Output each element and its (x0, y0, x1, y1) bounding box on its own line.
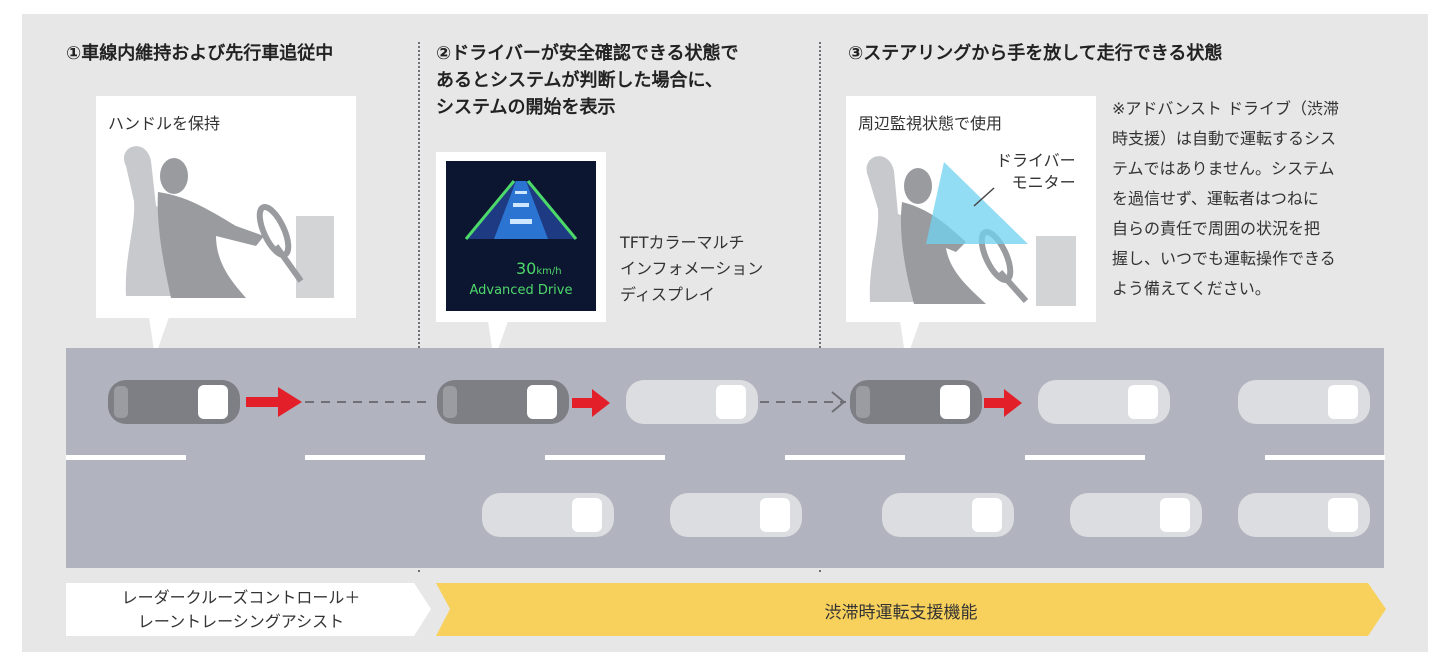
stage2-display-box: 30km/h Advanced Drive (436, 152, 606, 322)
tft-caption: TFTカラーマルチ インフォメーション ディスプレイ (620, 230, 763, 308)
note-line3: テムではありません。システム (1112, 159, 1335, 178)
acc-lta-bar-label: レーダークルーズコントロール＋ レーントレーシングアシスト (66, 586, 416, 634)
forward-arrow (246, 387, 302, 417)
stage1-callout-pointer (149, 317, 169, 357)
ego-car-stage3 (850, 380, 982, 424)
lane-marking (1265, 455, 1385, 460)
display-mode: Advanced Drive (469, 283, 573, 298)
disclaimer-note: ※アドバンスト ドライブ（渋滞 時支援）は自動で運転するシス テムではありません… (1112, 94, 1339, 304)
stage2-title-line1: ②ドライバーが安全確認できる状態で (436, 43, 739, 64)
divider-1-2 (418, 42, 420, 572)
monitor-label-line2: モニター (1011, 173, 1076, 192)
stage3-box-label: 周辺監視状態で使用 (858, 114, 1003, 133)
tft-caption-line1: TFTカラーマルチ (620, 233, 745, 252)
ego-car-stage2 (437, 380, 569, 424)
forward-arrow (984, 389, 1022, 417)
forward-arrow (572, 389, 610, 417)
note-line7: よう備えてください。 (1112, 279, 1271, 298)
traffic-car (1070, 493, 1202, 537)
stage1-title: ①車線内維持および先行車追従中 (66, 43, 334, 64)
speed-unit: km/h (536, 266, 562, 277)
lane-marking (545, 455, 665, 460)
ego-car-stage1 (108, 380, 240, 424)
stage1-illustration-box: ハンドルを保持 (96, 96, 356, 318)
traffic-jam-assist-label: 渋滞時運転支援機能 (824, 603, 978, 623)
stage3-illustration-box: 周辺監視状態で使用 ドライバー モニター (846, 96, 1096, 322)
traffic-car (1238, 380, 1370, 424)
traffic-car (670, 493, 802, 537)
traffic-car (482, 493, 614, 537)
lane-marking (1025, 455, 1145, 460)
note-line5: 自らの責任で周囲の状況を把 (1112, 219, 1321, 238)
lane-marking (785, 455, 905, 460)
note-line1: ※アドバンスト ドライブ（渋滞 (1112, 99, 1339, 118)
tft-caption-line3: ディスプレイ (620, 285, 715, 304)
stage2-title-line2: あるとシステムが判断した場合に、 (436, 70, 723, 91)
lane-display-graphic (464, 180, 578, 240)
stage2-title: ②ドライバーが安全確認できる状態で あるとシステムが判断した場合に、 システムの… (436, 40, 739, 121)
stage1-box-label: ハンドルを保持 (108, 114, 221, 133)
monitor-label-line1: ドライバー (996, 151, 1076, 170)
acc-lta-line2: レーントレーシングアシスト (137, 612, 345, 631)
traffic-jam-assist-bar-shape (436, 583, 1386, 636)
lane-marking (66, 455, 186, 460)
traffic-car (882, 493, 1014, 537)
tft-display: 30km/h Advanced Drive (446, 161, 596, 311)
acc-lta-line1: レーダークルーズコントロール＋ (121, 588, 361, 607)
display-speed: 30km/h (516, 259, 562, 278)
divider-2-3 (819, 42, 821, 572)
note-line6: 握し、いつでも運転操作できる (1112, 249, 1336, 268)
acc-lta-bar-shape (66, 583, 431, 636)
lead-car (626, 380, 758, 424)
traffic-car (1238, 493, 1370, 537)
driver-monitor-label: ドライバー モニター (996, 150, 1076, 194)
stage2-title-line3: システムの開始を表示 (436, 97, 616, 118)
tft-caption-line2: インフォメーション (620, 259, 764, 278)
note-line2: 時支援）は自動で運転するシス (1112, 129, 1337, 148)
lane-marking (305, 455, 425, 460)
driver-hands-off-illustration (866, 156, 1076, 306)
note-line4: を過信せず、運転者はつねに (1112, 189, 1319, 208)
speed-value: 30 (516, 259, 537, 278)
lead-car (1038, 380, 1170, 424)
stage3-title: ③ステアリングから手を放して走行できる状態 (848, 43, 1223, 64)
driver-hands-on-illustration (123, 146, 334, 298)
